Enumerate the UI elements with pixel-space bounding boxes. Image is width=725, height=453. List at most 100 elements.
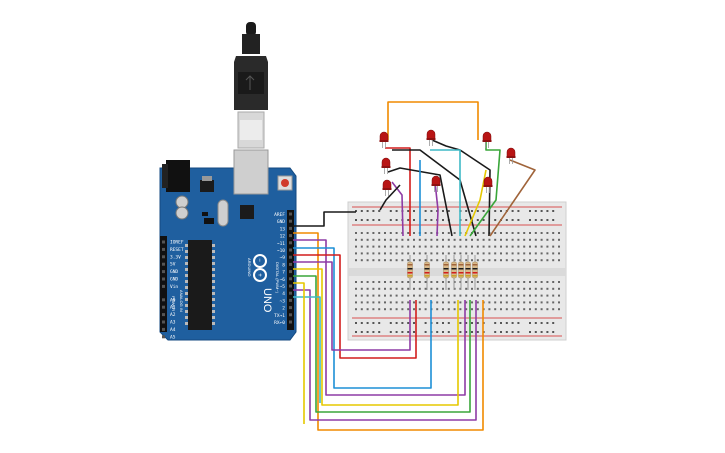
bb-hole[interactable] [482, 281, 485, 283]
bb-hole[interactable] [540, 245, 543, 248]
bb-hole[interactable] [395, 301, 398, 304]
bb-hole[interactable] [413, 245, 415, 248]
bb-hole[interactable] [407, 238, 410, 241]
bb-hole[interactable] [540, 210, 543, 212]
bb-hole[interactable] [401, 322, 404, 324]
bb-hole[interactable] [482, 259, 485, 262]
bb-hole[interactable] [494, 287, 497, 290]
bb-hole[interactable] [552, 331, 555, 333]
red-led[interactable] [483, 176, 493, 193]
bb-hole[interactable] [488, 252, 491, 255]
bb-hole[interactable] [558, 238, 560, 241]
bb-hole[interactable] [424, 232, 427, 234]
bb-hole[interactable] [384, 238, 386, 241]
bb-hole[interactable] [500, 294, 502, 297]
bb-hole[interactable] [534, 287, 537, 290]
bb-hole[interactable] [488, 287, 491, 290]
bb-hole[interactable] [407, 281, 410, 283]
wire-black-1[interactable] [392, 149, 477, 237]
bb-hole[interactable] [366, 308, 369, 311]
bb-hole[interactable] [395, 252, 398, 255]
bb-hole[interactable] [534, 308, 537, 311]
bb-hole[interactable] [546, 210, 549, 212]
wire-yellow-2[interactable] [293, 282, 305, 424]
bb-hole[interactable] [360, 322, 363, 324]
bb-hole[interactable] [529, 294, 531, 297]
bb-hole[interactable] [459, 294, 462, 297]
bb-hole[interactable] [482, 210, 485, 212]
bb-hole[interactable] [407, 252, 410, 255]
bb-hole[interactable] [424, 322, 427, 324]
bb-hole[interactable] [523, 308, 526, 311]
bb-hole[interactable] [453, 259, 456, 262]
bb-hole[interactable] [494, 219, 497, 221]
bb-hole[interactable] [395, 259, 398, 262]
bb-hole[interactable] [488, 294, 491, 297]
red-led[interactable] [431, 175, 441, 192]
left-pin-hole[interactable] [162, 240, 165, 244]
wire-yellow[interactable] [293, 268, 459, 406]
bb-hole[interactable] [366, 331, 369, 333]
bb-hole[interactable] [401, 259, 404, 262]
bb-hole[interactable] [366, 238, 369, 241]
bb-hole[interactable] [552, 301, 555, 304]
bb-hole[interactable] [355, 252, 357, 255]
bb-hole[interactable] [372, 281, 375, 283]
bb-hole[interactable] [447, 232, 450, 234]
bb-hole[interactable] [529, 259, 531, 262]
bb-hole[interactable] [459, 238, 462, 241]
bb-hole[interactable] [505, 294, 508, 297]
bb-hole[interactable] [407, 232, 410, 234]
bb-hole[interactable] [534, 294, 537, 297]
left-pin-hole[interactable] [162, 255, 165, 259]
left-pin-hole[interactable] [162, 270, 165, 274]
bb-hole[interactable] [442, 281, 444, 283]
bb-hole[interactable] [413, 252, 415, 255]
bb-hole[interactable] [465, 301, 468, 304]
bb-hole[interactable] [355, 232, 357, 234]
bb-hole[interactable] [534, 259, 537, 262]
bb-hole[interactable] [418, 308, 421, 311]
bb-hole[interactable] [529, 308, 531, 311]
bb-hole[interactable] [558, 287, 560, 290]
bb-hole[interactable] [534, 281, 537, 283]
bb-hole[interactable] [413, 308, 415, 311]
bb-hole[interactable] [476, 252, 479, 255]
power-analog-header[interactable] [160, 236, 167, 332]
wire-gnd[interactable] [293, 211, 356, 227]
bb-hole[interactable] [424, 294, 427, 297]
bb-hole[interactable] [407, 210, 410, 212]
bb-hole[interactable] [372, 322, 375, 324]
bb-hole[interactable] [442, 294, 444, 297]
bb-hole[interactable] [471, 331, 473, 333]
bb-hole[interactable] [529, 232, 531, 234]
bb-hole[interactable] [488, 301, 491, 304]
wire-orange-bottom[interactable] [293, 232, 484, 431]
bb-hole[interactable] [384, 252, 386, 255]
bb-hole[interactable] [360, 232, 363, 234]
bb-hole[interactable] [453, 245, 456, 248]
bb-hole[interactable] [378, 301, 381, 304]
bb-hole[interactable] [511, 245, 514, 248]
bb-hole[interactable] [511, 331, 514, 333]
bb-hole[interactable] [505, 252, 508, 255]
bb-hole[interactable] [517, 301, 520, 304]
bb-hole[interactable] [366, 294, 369, 297]
bb-hole[interactable] [523, 238, 526, 241]
bb-hole[interactable] [459, 322, 462, 324]
breadboard[interactable] [347, 201, 567, 341]
bb-hole[interactable] [546, 252, 549, 255]
bb-hole[interactable] [558, 259, 560, 262]
bb-hole[interactable] [366, 259, 369, 262]
bb-hole[interactable] [552, 281, 555, 283]
bb-hole[interactable] [540, 219, 543, 221]
wire-purple-top-2[interactable] [434, 181, 439, 237]
bb-hole[interactable] [378, 232, 381, 234]
bb-hole[interactable] [529, 322, 531, 324]
bb-hole[interactable] [453, 238, 456, 241]
bb-hole[interactable] [529, 219, 531, 221]
bb-hole[interactable] [471, 259, 473, 262]
bb-hole[interactable] [401, 287, 404, 290]
digital-pin-hole[interactable] [289, 284, 292, 288]
bb-hole[interactable] [471, 210, 473, 212]
